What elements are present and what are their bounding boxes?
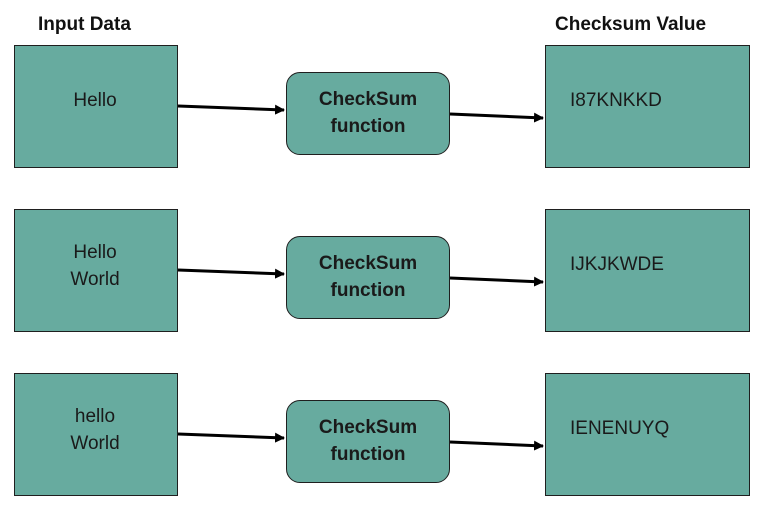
function-line: CheckSum xyxy=(318,252,418,274)
input-line: World xyxy=(70,268,120,290)
checksum-function-box-3: CheckSum function xyxy=(286,400,450,483)
checksum-function-box-1: CheckSum function xyxy=(286,72,450,155)
input-box-1: Hello xyxy=(14,45,178,168)
function-line: function xyxy=(330,115,406,137)
input-line: Hello xyxy=(73,241,117,263)
arrow-input-to-function-3 xyxy=(177,432,285,443)
function-line: function xyxy=(330,443,406,465)
checksum-value: IENENUYQ xyxy=(570,417,670,439)
input-line: Hello xyxy=(73,90,117,111)
input-line: World xyxy=(70,432,120,454)
function-line: CheckSum xyxy=(318,416,418,438)
arrow-function-to-output-1 xyxy=(449,112,544,123)
checksum-value: I87KNKKD xyxy=(570,89,662,111)
checksum-value: IJKJKWDE xyxy=(570,253,664,275)
checksum-value-box-2: IJKJKWDE xyxy=(545,209,750,332)
arrow-input-to-function-1 xyxy=(177,104,285,115)
arrow-input-to-function-2 xyxy=(177,268,285,279)
arrow-function-to-output-3 xyxy=(449,440,544,451)
arrow-function-to-output-2 xyxy=(449,276,544,287)
checksum-value-box-3: IENENUYQ xyxy=(545,373,750,496)
header-checksum-value: Checksum Value xyxy=(555,14,707,35)
input-box-2: Hello World xyxy=(14,209,178,332)
input-line: hello xyxy=(74,405,116,427)
input-box-3: hello World xyxy=(14,373,178,496)
function-line: function xyxy=(330,279,406,301)
checksum-value-box-1: I87KNKKD xyxy=(545,45,750,168)
checksum-function-box-2: CheckSum function xyxy=(286,236,450,319)
function-line: CheckSum xyxy=(318,88,418,110)
header-input-data: Input Data xyxy=(38,14,131,35)
